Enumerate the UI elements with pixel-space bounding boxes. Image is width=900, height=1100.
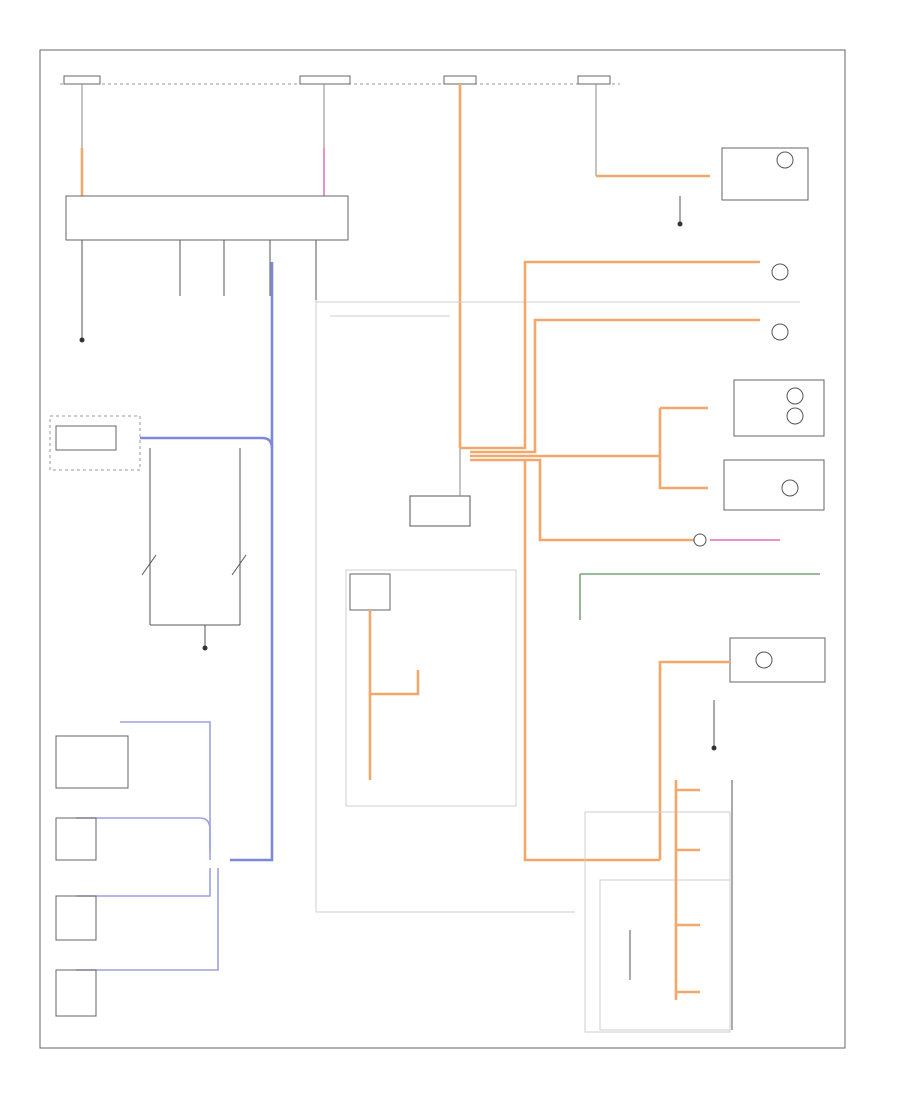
fuse-bus [60,75,620,85]
door-switch-left [141,448,157,625]
diagram-frame [39,49,846,1049]
trunk-light [729,637,826,683]
door-switch-right [231,448,247,625]
orange-feed-network [460,260,760,450]
courtesy-relay [409,495,471,527]
lamp-group-right [693,147,825,547]
blue-wire-main [230,262,274,862]
footwell-lamps [55,735,129,1017]
rear-compartment-box [345,569,517,807]
headlight-switch-module [65,195,349,241]
sunshade-lamp [49,415,141,471]
door-lock-module [584,811,731,1033]
